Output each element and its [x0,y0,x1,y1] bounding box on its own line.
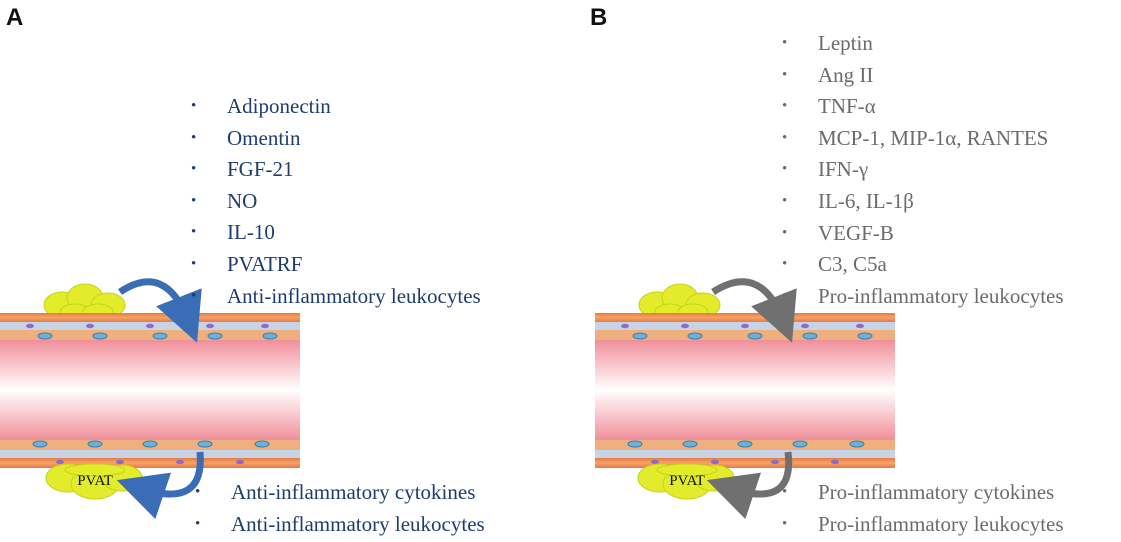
list-item: MCP-1, MIP-1α, RANTES [782,125,1064,157]
list-item: Pro-inflammatory leukocytes [782,283,1064,315]
panel-a-label: A [6,4,24,31]
list-item: IFN-γ [782,156,1064,188]
list-item: C3, C5a [782,251,1064,283]
list-item: Leptin [782,30,1064,62]
list-item: IL-10 [191,219,481,251]
panel-b-lumen [595,340,895,440]
list-item: FGF-21 [191,156,481,188]
panel-b-bottom-arrow [706,451,793,520]
list-item: Pro-inflammatory cytokines [782,479,1064,511]
list-item: VEGF-B [782,220,1064,252]
panel-b-bottom-list: Pro-inflammatory cytokines Pro-inflammat… [782,479,1064,542]
list-item: Anti-inflammatory leukocytes [191,283,481,315]
panel-a-top-list: Adiponectin Omentin FGF-21 NO IL-10 PVAT… [191,93,481,314]
list-item: PVATRF [191,251,481,283]
list-item: Anti-inflammatory leukocytes [195,511,485,542]
panel-b-top-list: Leptin Ang II TNF-α MCP-1, MIP-1α, RANTE… [782,30,1064,314]
list-item: Anti-inflammatory cytokines [195,479,485,511]
list-item: NO [191,188,481,220]
list-item: Ang II [782,62,1064,94]
panel-b-top-arrow [711,278,797,343]
panel-b-label: B [590,4,608,31]
list-item: Pro-inflammatory leukocytes [782,511,1064,542]
panel-b-vessel [595,278,895,520]
panel-b-pvat-label: PVAT [669,473,705,489]
list-item: IL-6, IL-1β [782,188,1064,220]
panel-a-bottom-list: Anti-inflammatory cytokines Anti-inflamm… [195,479,485,542]
panel-a-lumen [0,340,300,440]
panel-a-vessel [0,278,300,520]
list-item: TNF-α [782,93,1064,125]
panel-a-top-arrow [118,278,202,343]
panel-a-bottom-arrow [116,451,204,520]
list-item: Omentin [191,125,481,157]
panel-a-pvat-label: PVAT [77,473,113,489]
list-item: Adiponectin [191,93,481,125]
